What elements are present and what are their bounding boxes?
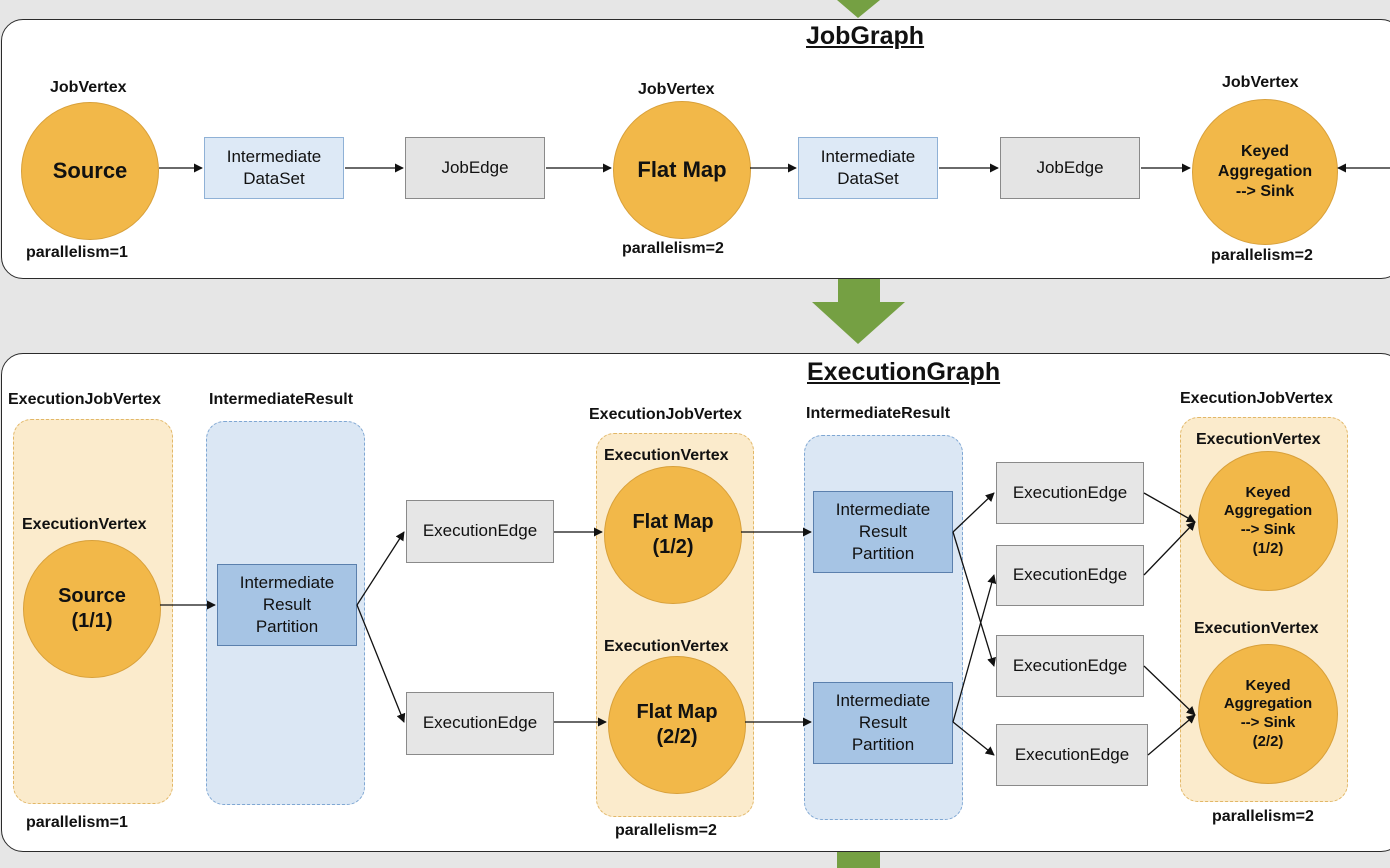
job-parallelism-source: parallelism=1 (26, 244, 128, 261)
ev-caption-source: ExecutionVertex (22, 516, 147, 533)
exec-line-partition1-edge2 (356, 604, 406, 723)
ir-caption-2: IntermediateResult (806, 405, 951, 422)
job-edge-2: JobEdge (1000, 137, 1140, 199)
result-partition-2-label: Intermediate Result Partition (835, 499, 931, 564)
result-partition-1: Intermediate Result Partition (217, 564, 357, 646)
exec-line-partition1-edge1 (356, 531, 405, 606)
exec-vertex-sink-2-label: Keyed Aggregation --> Sink (2/2) (1223, 676, 1313, 750)
exec-vertex-flatmap-2-label: Flat Map (2/2) (636, 701, 718, 748)
exec-edge-4-label: ExecutionEdge (1012, 565, 1128, 585)
exec-line-partition3-edge4 (952, 574, 997, 723)
executiongraph-title: ExecutionGraph (807, 358, 1001, 386)
result-partition-3-label: Intermediate Result Partition (835, 690, 931, 755)
job-intermediate-dataset-2: Intermediate DataSet (798, 137, 938, 199)
ejv-caption-flatmap: ExecutionJobVertex (589, 406, 742, 423)
job-vertex-source-label: Source (52, 158, 128, 184)
exec-edge-2: ExecutionEdge (406, 692, 554, 755)
exec-line-partition2-edge3 (952, 492, 995, 533)
exec-edge-5-label: ExecutionEdge (1012, 655, 1128, 675)
transition-arrow-middle-head (812, 302, 905, 344)
exec-edge-6-label: ExecutionEdge (1014, 744, 1130, 764)
ev-caption-sink-1: ExecutionVertex (1196, 431, 1321, 448)
exec-line-partition2-edge5 (952, 531, 996, 667)
exec-parallelism-source: parallelism=1 (26, 814, 128, 831)
job-intermediate-dataset-1-label: Intermediate DataSet (226, 146, 322, 188)
exec-parallelism-flatmap: parallelism=2 (615, 822, 717, 839)
jobgraph-title: JobGraph (806, 22, 925, 50)
exec-vertex-sink-1: Keyed Aggregation --> Sink (1/2) (1198, 451, 1338, 591)
jobvertex-caption-sink: JobVertex (1222, 74, 1299, 91)
ev-caption-sink-2: ExecutionVertex (1194, 620, 1319, 637)
exec-edge-3: ExecutionEdge (996, 462, 1144, 524)
ejv-caption-sink: ExecutionJobVertex (1180, 390, 1333, 407)
exec-edge-3-label: ExecutionEdge (1012, 482, 1128, 502)
exec-edge-6: ExecutionEdge (996, 724, 1148, 786)
job-vertex-flatmap-label: Flat Map (637, 157, 727, 183)
job-intermediate-dataset-1: Intermediate DataSet (204, 137, 344, 199)
ev-caption-flatmap-2: ExecutionVertex (604, 638, 729, 655)
exec-line-partition3-edge6 (952, 721, 995, 756)
exec-edge-4: ExecutionEdge (996, 545, 1144, 606)
exec-vertex-source-label: Source (1/1) (58, 585, 126, 632)
job-intermediate-dataset-2-label: Intermediate DataSet (820, 146, 916, 188)
job-parallelism-flatmap: parallelism=2 (622, 240, 724, 257)
job-vertex-sink: Keyed Aggregation --> Sink (1192, 99, 1338, 245)
exec-line-edge5-sink2 (1143, 665, 1196, 716)
exec-vertex-sink-1-label: Keyed Aggregation --> Sink (1/2) (1223, 483, 1313, 557)
ir-caption-1: IntermediateResult (209, 391, 354, 408)
job-vertex-flatmap: Flat Map (613, 101, 751, 239)
transition-arrow-top (837, 0, 880, 18)
jobvertex-caption-source: JobVertex (50, 79, 127, 96)
jobvertex-caption-flatmap: JobVertex (638, 81, 715, 98)
exec-vertex-source: Source (1/1) (23, 540, 161, 678)
job-parallelism-sink: parallelism=2 (1211, 247, 1313, 264)
job-vertex-sink-label: Keyed Aggregation --> Sink (1217, 143, 1313, 200)
exec-edge-1-label: ExecutionEdge (422, 521, 538, 541)
exec-vertex-sink-2: Keyed Aggregation --> Sink (2/2) (1198, 644, 1338, 784)
exec-edge-5: ExecutionEdge (996, 635, 1144, 697)
job-vertex-source: Source (21, 102, 159, 240)
result-partition-2: Intermediate Result Partition (813, 491, 953, 573)
exec-line-edge3-sink1 (1143, 492, 1196, 523)
exec-parallelism-sink: parallelism=2 (1212, 808, 1314, 825)
exec-line-edge6-sink2 (1147, 714, 1196, 756)
job-edge-1: JobEdge (405, 137, 545, 199)
exec-vertex-flatmap-2: Flat Map (2/2) (608, 656, 746, 794)
exec-edge-2-label: ExecutionEdge (422, 713, 538, 733)
ejv-caption-source: ExecutionJobVertex (8, 391, 161, 408)
ev-caption-flatmap-1: ExecutionVertex (604, 447, 729, 464)
job-edge-1-label: JobEdge (441, 157, 509, 177)
result-partition-1-label: Intermediate Result Partition (239, 572, 335, 637)
exec-vertex-flatmap-1: Flat Map (1/2) (604, 466, 742, 604)
exec-edge-1: ExecutionEdge (406, 500, 554, 563)
exec-vertex-flatmap-1-label: Flat Map (1/2) (632, 511, 714, 558)
result-partition-3: Intermediate Result Partition (813, 682, 953, 764)
job-edge-2-label: JobEdge (1036, 157, 1104, 177)
exec-line-edge4-sink1 (1143, 521, 1196, 576)
